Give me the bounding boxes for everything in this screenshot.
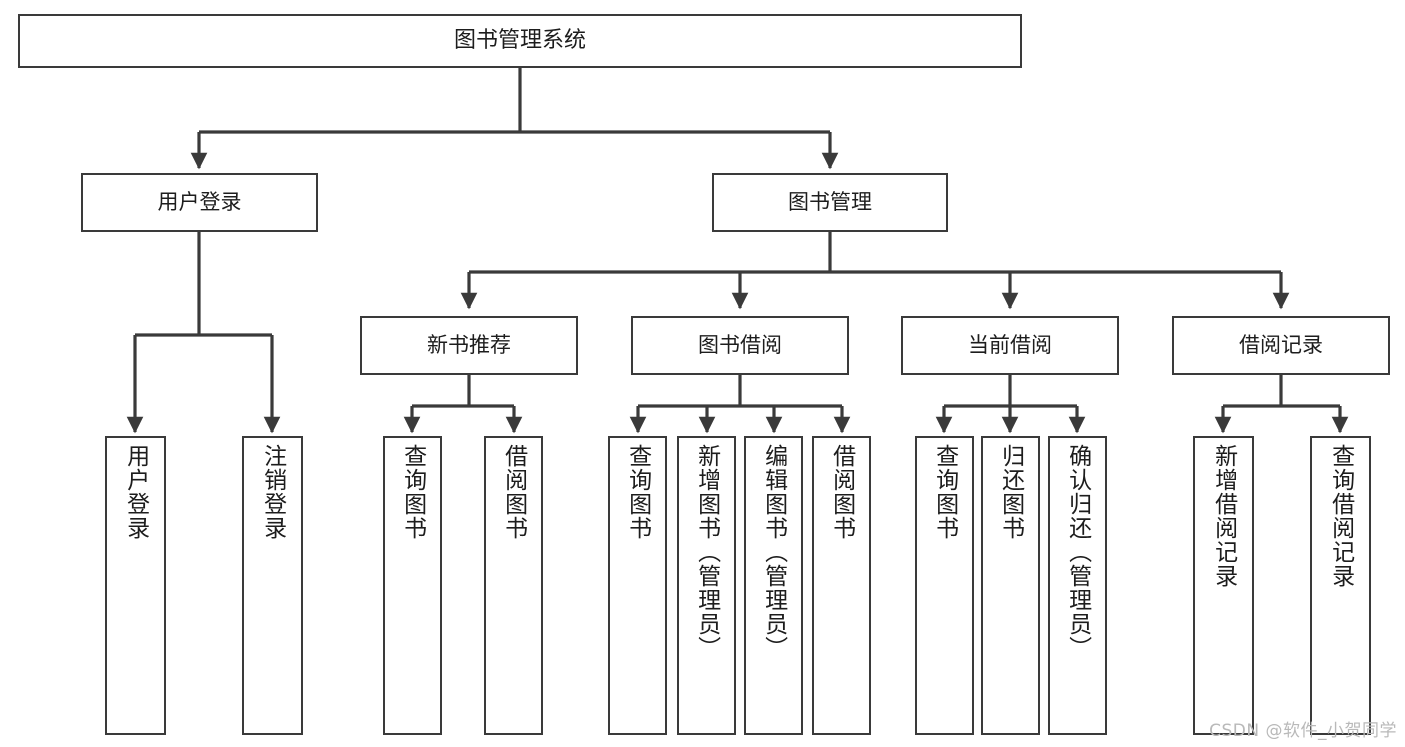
node-label: 编辑图书（管理员） xyxy=(760,444,787,660)
node-label: 用户登录 xyxy=(122,444,149,540)
node-leaf-user-login[interactable]: 用户登录 xyxy=(105,436,166,735)
node-current-borrow[interactable]: 当前借阅 xyxy=(901,316,1119,375)
node-leaf-query-book-borrow[interactable]: 查询图书 xyxy=(608,436,667,735)
node-leaf-return-book[interactable]: 归还图书 xyxy=(981,436,1040,735)
node-leaf-edit-book[interactable]: 编辑图书（管理员） xyxy=(744,436,803,735)
node-leaf-query-book-current[interactable]: 查询图书 xyxy=(915,436,974,735)
node-label: 借阅图书 xyxy=(828,444,855,540)
csdn-watermark: CSDN @软件_小贺同学 xyxy=(1209,721,1397,741)
node-user-login[interactable]: 用户登录 xyxy=(81,173,318,232)
node-leaf-query-book-recommend[interactable]: 查询图书 xyxy=(383,436,442,735)
node-borrow-record[interactable]: 借阅记录 xyxy=(1172,316,1390,375)
node-label: 用户登录 xyxy=(157,190,242,215)
node-label: 注销登录 xyxy=(259,444,286,540)
node-book-manage[interactable]: 图书管理 xyxy=(712,173,948,232)
node-book-borrow[interactable]: 图书借阅 xyxy=(631,316,849,375)
node-leaf-logout-login[interactable]: 注销登录 xyxy=(242,436,303,735)
node-leaf-borrow-book[interactable]: 借阅图书 xyxy=(812,436,871,735)
node-label: 图书管理系统 xyxy=(453,28,586,54)
node-label: 新增借阅记录 xyxy=(1210,444,1237,588)
node-leaf-borrow-book-recommend[interactable]: 借阅图书 xyxy=(484,436,543,735)
node-label: 归还图书 xyxy=(997,444,1024,540)
node-label: 确认归还（管理员） xyxy=(1064,444,1091,660)
node-label: 查询图书 xyxy=(624,444,651,540)
node-new-book-recommend[interactable]: 新书推荐 xyxy=(360,316,578,375)
node-label: 图书借阅 xyxy=(698,333,782,358)
node-label: 新增图书（管理员） xyxy=(693,444,720,660)
node-label: 当前借阅 xyxy=(968,333,1052,358)
node-leaf-query-borrow-record[interactable]: 查询借阅记录 xyxy=(1310,436,1371,735)
node-label: 借阅记录 xyxy=(1239,333,1323,358)
node-label: 查询图书 xyxy=(399,444,426,540)
node-label: 查询借阅记录 xyxy=(1327,444,1354,588)
node-leaf-confirm-return[interactable]: 确认归还（管理员） xyxy=(1048,436,1107,735)
node-leaf-add-book[interactable]: 新增图书（管理员） xyxy=(677,436,736,735)
node-label: 图书管理 xyxy=(788,190,872,215)
node-root-book-management-system[interactable]: 图书管理系统 xyxy=(18,14,1022,68)
node-label: 查询图书 xyxy=(931,444,958,540)
node-leaf-add-borrow-record[interactable]: 新增借阅记录 xyxy=(1193,436,1254,735)
node-label: 新书推荐 xyxy=(427,333,511,358)
node-label: 借阅图书 xyxy=(500,444,527,540)
